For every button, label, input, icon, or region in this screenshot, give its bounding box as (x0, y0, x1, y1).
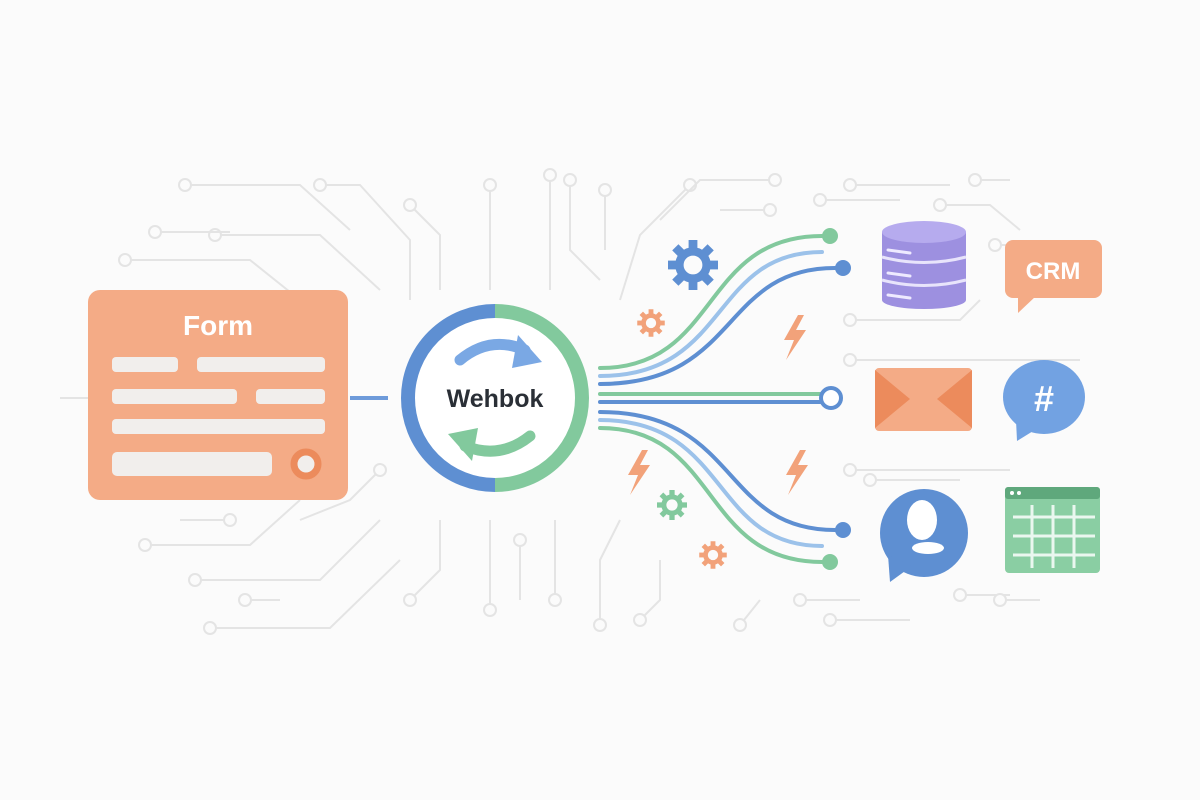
circuit-node (763, 203, 777, 217)
circuit-node (118, 253, 132, 267)
circuit-node (968, 173, 982, 187)
gear-icon (637, 309, 665, 337)
circuit-node (633, 613, 647, 627)
database-icon (881, 221, 967, 309)
circuit-node (988, 238, 1002, 252)
circuit-trace (125, 259, 301, 301)
circuit-traces (60, 168, 1080, 635)
circuit-trace (639, 560, 661, 621)
circuit-trace (659, 179, 775, 221)
lightning-icon (628, 315, 808, 495)
circuit-node (563, 173, 577, 187)
circuit-node (593, 618, 607, 632)
circuit-node (148, 225, 162, 239)
circuit-trace (299, 469, 381, 521)
circuit-node (733, 618, 747, 632)
endpoint-dot (822, 554, 838, 570)
circuit-node (953, 588, 967, 602)
circuit-node (223, 513, 237, 527)
gear-icon (699, 541, 727, 569)
circuit-node (863, 473, 877, 487)
circuit-node (598, 183, 612, 197)
circuit-node (543, 168, 557, 182)
circuit-trace (185, 184, 351, 231)
circuit-node (843, 178, 857, 192)
circuit-trace (195, 519, 381, 581)
circuit-node (548, 593, 562, 607)
circuit-trace (850, 299, 981, 321)
envelope-icon (875, 368, 972, 431)
webhook-hub: Wehbok (401, 304, 589, 492)
circuit-node (993, 593, 1007, 607)
circuit-trace (215, 234, 381, 291)
circuit-node (138, 538, 152, 552)
circuit-node (403, 198, 417, 212)
circuit-node (843, 313, 857, 327)
sync-icon (448, 335, 542, 461)
endpoint-dot (835, 260, 851, 276)
circuit-node (373, 463, 387, 477)
circuit-trace (599, 519, 621, 625)
form-field (112, 419, 325, 434)
circuit-node (768, 173, 782, 187)
circuit-node (483, 178, 497, 192)
chat-bubble-icon (880, 489, 968, 582)
circuit-node (843, 463, 857, 477)
circuit-node (208, 228, 222, 242)
circuit-node (188, 573, 202, 587)
circuit-trace (210, 559, 401, 629)
form-field (112, 452, 272, 476)
flow-lines (598, 228, 851, 570)
crm-label: CRM (1026, 258, 1081, 285)
circuit-node (203, 621, 217, 635)
circuit-node (483, 603, 497, 617)
form-field (197, 357, 325, 372)
circuit-trace (569, 180, 601, 281)
circuit-trace (619, 184, 691, 301)
circuit-trace (145, 499, 301, 546)
endpoint-dot (835, 522, 851, 538)
gear-icon (668, 240, 718, 290)
submit-button-icon (290, 448, 322, 480)
gear-icon (657, 490, 687, 520)
spreadsheet-icon (1005, 487, 1100, 573)
circuit-trace (940, 204, 1021, 231)
hashtag-label: # (1034, 378, 1054, 419)
endpoint-dot (822, 228, 838, 244)
circuit-node (178, 178, 192, 192)
circuit-node (813, 193, 827, 207)
form-field (112, 389, 237, 404)
circuit-node (793, 593, 807, 607)
circuit-node (823, 613, 837, 627)
form-field (112, 357, 178, 372)
form-title: Form (183, 310, 253, 341)
form-card: Form (88, 290, 348, 500)
crm-bubble-icon: CRM (1005, 240, 1102, 313)
circuit-node (313, 178, 327, 192)
circuit-node (238, 593, 252, 607)
hub-label: Wehbok (447, 385, 544, 413)
circuit-trace (320, 184, 411, 300)
circuit-trace (409, 520, 441, 601)
hashtag-chat-icon: # (1003, 360, 1085, 441)
circuit-node (843, 353, 857, 367)
circuit-node (933, 198, 947, 212)
circuit-node (403, 593, 417, 607)
circuit-trace (409, 204, 441, 290)
endpoint-ring (819, 386, 843, 410)
form-field (256, 389, 325, 404)
circuit-node (513, 533, 527, 547)
